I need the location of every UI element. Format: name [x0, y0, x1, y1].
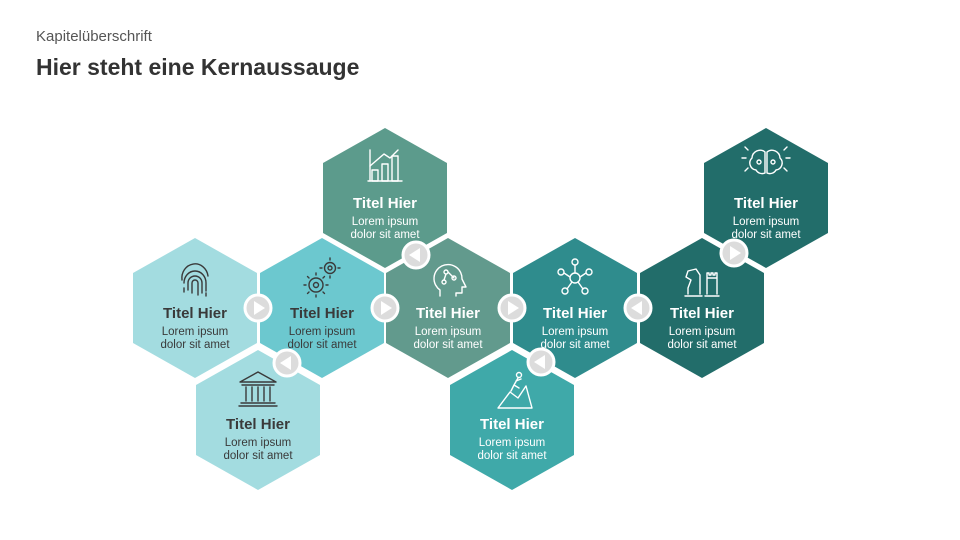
hexagon-6-line1: Lorem ipsum [479, 437, 545, 449]
chapter-heading: Kapitelüberschrift [36, 28, 152, 45]
bank-icon [238, 371, 278, 407]
hexagon-7-title: Titel Hier [543, 305, 607, 322]
connector-4 [401, 240, 431, 270]
hexagon-3-title: Titel Hier [226, 416, 290, 433]
hexagon-3-shape [196, 350, 320, 490]
hexagon-2-title: Titel Hier [290, 305, 354, 322]
fingerprint-icon [181, 263, 209, 297]
hexagon-2-line2: dolor sit amet [287, 339, 357, 351]
hexagon-8-title: Titel Hier [670, 305, 734, 322]
hexagon-7-line1: Lorem ipsum [542, 326, 608, 338]
connector-7 [623, 293, 653, 323]
brain-idea-icon [741, 146, 791, 175]
hexagon-2-line1: Lorem ipsum [289, 326, 355, 338]
hexagon-6: Titel Hier Lorem ipsum dolor sit amet [450, 350, 574, 490]
hexagon-4-shape [323, 128, 447, 268]
hexagon-8-line2: dolor sit amet [667, 339, 737, 351]
hexagon-7: Titel Hier Lorem ipsum dolor sit amet [513, 238, 637, 378]
head-brain-icon [433, 263, 467, 297]
bar-chart-icon [367, 149, 403, 182]
hexagon-1: Titel Hier Lorem ipsum dolor sit amet [133, 238, 257, 378]
hexagon-9-line2: dolor sit amet [731, 229, 801, 241]
hexagon-9-line1: Lorem ipsum [733, 216, 799, 228]
hexagon-5-line2: dolor sit amet [413, 339, 483, 351]
hexagon-4: Titel Hier Lorem ipsum dolor sit amet [323, 128, 447, 268]
hexagon-6-line2: dolor sit amet [477, 450, 547, 462]
hexagon-2-shape [260, 238, 384, 378]
page-title: Hier steht eine Kernaussauge [36, 54, 360, 80]
hexagon-9-shape [704, 128, 828, 268]
hexagon-9-title: Titel Hier [734, 195, 798, 212]
hexagon-1-title: Titel Hier [163, 305, 227, 322]
hexagon-8-line1: Lorem ipsum [669, 326, 735, 338]
hexagon-5-line1: Lorem ipsum [415, 326, 481, 338]
connector-1 [243, 293, 273, 323]
connector-8 [719, 238, 749, 268]
gears-icon [303, 257, 341, 298]
hexagon-4-line1: Lorem ipsum [352, 216, 418, 228]
hexagon-7-shape [513, 238, 637, 378]
hexagon-1-shape [133, 238, 257, 378]
hexagon-6-shape [450, 350, 574, 490]
hexagon-1-line1: Lorem ipsum [162, 326, 228, 338]
hexagon-4-line2: dolor sit amet [350, 229, 420, 241]
hexagon-9: Titel Hier Lorem ipsum dolor sit amet [704, 128, 828, 268]
climber-icon [497, 371, 533, 409]
connector-3 [272, 348, 302, 378]
chess-icon [684, 268, 720, 297]
hexagon-3: Titel Hier Lorem ipsum dolor sit amet [196, 350, 320, 490]
hexagon-5-title: Titel Hier [416, 305, 480, 322]
connector-5 [497, 293, 527, 323]
hexagon-8: Titel Hier Lorem ipsum dolor sit amet [640, 238, 764, 378]
hexagon-5: Titel Hier Lorem ipsum dolor sit amet [386, 238, 510, 378]
hexagon-1-line2: dolor sit amet [160, 339, 230, 351]
hexagon-2: Titel Hier Lorem ipsum dolor sit amet [260, 238, 384, 378]
hexagon-5-shape [386, 238, 510, 378]
network-icon [557, 258, 593, 295]
hexagon-4-title: Titel Hier [353, 195, 417, 212]
hexagon-3-line2: dolor sit amet [223, 450, 293, 462]
hexagon-3-line1: Lorem ipsum [225, 437, 291, 449]
hexagon-7-line2: dolor sit amet [540, 339, 610, 351]
connector-2 [370, 293, 400, 323]
hexagon-8-shape [640, 238, 764, 378]
hexagon-6-title: Titel Hier [480, 416, 544, 433]
connector-6 [526, 347, 556, 377]
